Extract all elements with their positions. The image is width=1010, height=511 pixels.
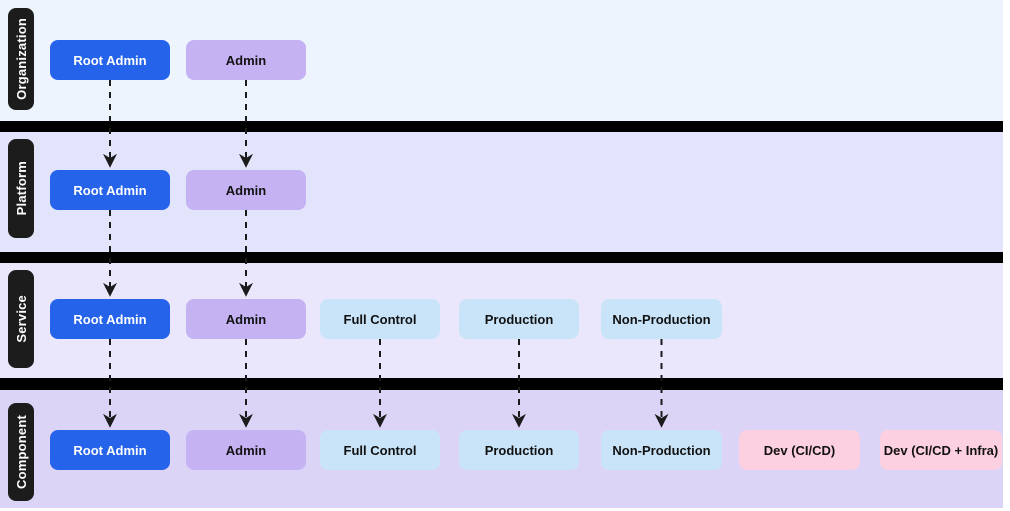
badge-root-admin: Root Admin bbox=[50, 299, 170, 339]
row-label-organization: Organization bbox=[8, 8, 34, 110]
row-label-platform: Platform bbox=[8, 139, 34, 238]
badge-full-control: Full Control bbox=[320, 430, 440, 470]
divider-bar bbox=[0, 121, 1003, 132]
row-label-service: Service bbox=[8, 270, 34, 368]
badge-admin: Admin bbox=[186, 170, 306, 210]
badge-admin: Admin bbox=[186, 299, 306, 339]
badge-admin: Admin bbox=[186, 430, 306, 470]
badge-admin: Admin bbox=[186, 40, 306, 80]
badge-root-admin: Root Admin bbox=[50, 430, 170, 470]
divider-bar bbox=[0, 378, 1003, 390]
row-label-text: Platform bbox=[13, 161, 29, 216]
badge-root-admin: Root Admin bbox=[50, 40, 170, 80]
badge-dev-ci-cd: Dev (CI/CD) bbox=[739, 430, 860, 470]
badge-root-admin: Root Admin bbox=[50, 170, 170, 210]
row-label-text: Component bbox=[13, 414, 29, 489]
badge-full-control: Full Control bbox=[320, 299, 440, 339]
row-label-text: Organization bbox=[13, 18, 29, 100]
badge-production: Production bbox=[459, 299, 579, 339]
badge-non-production: Non-Production bbox=[601, 430, 722, 470]
badge-dev-ci-cd-infra: Dev (CI/CD + Infra) bbox=[880, 430, 1002, 470]
row-label-component: Component bbox=[8, 403, 34, 501]
badge-production: Production bbox=[459, 430, 579, 470]
badge-non-production: Non-Production bbox=[601, 299, 722, 339]
divider-bar bbox=[0, 252, 1003, 263]
row-label-text: Service bbox=[13, 295, 29, 343]
